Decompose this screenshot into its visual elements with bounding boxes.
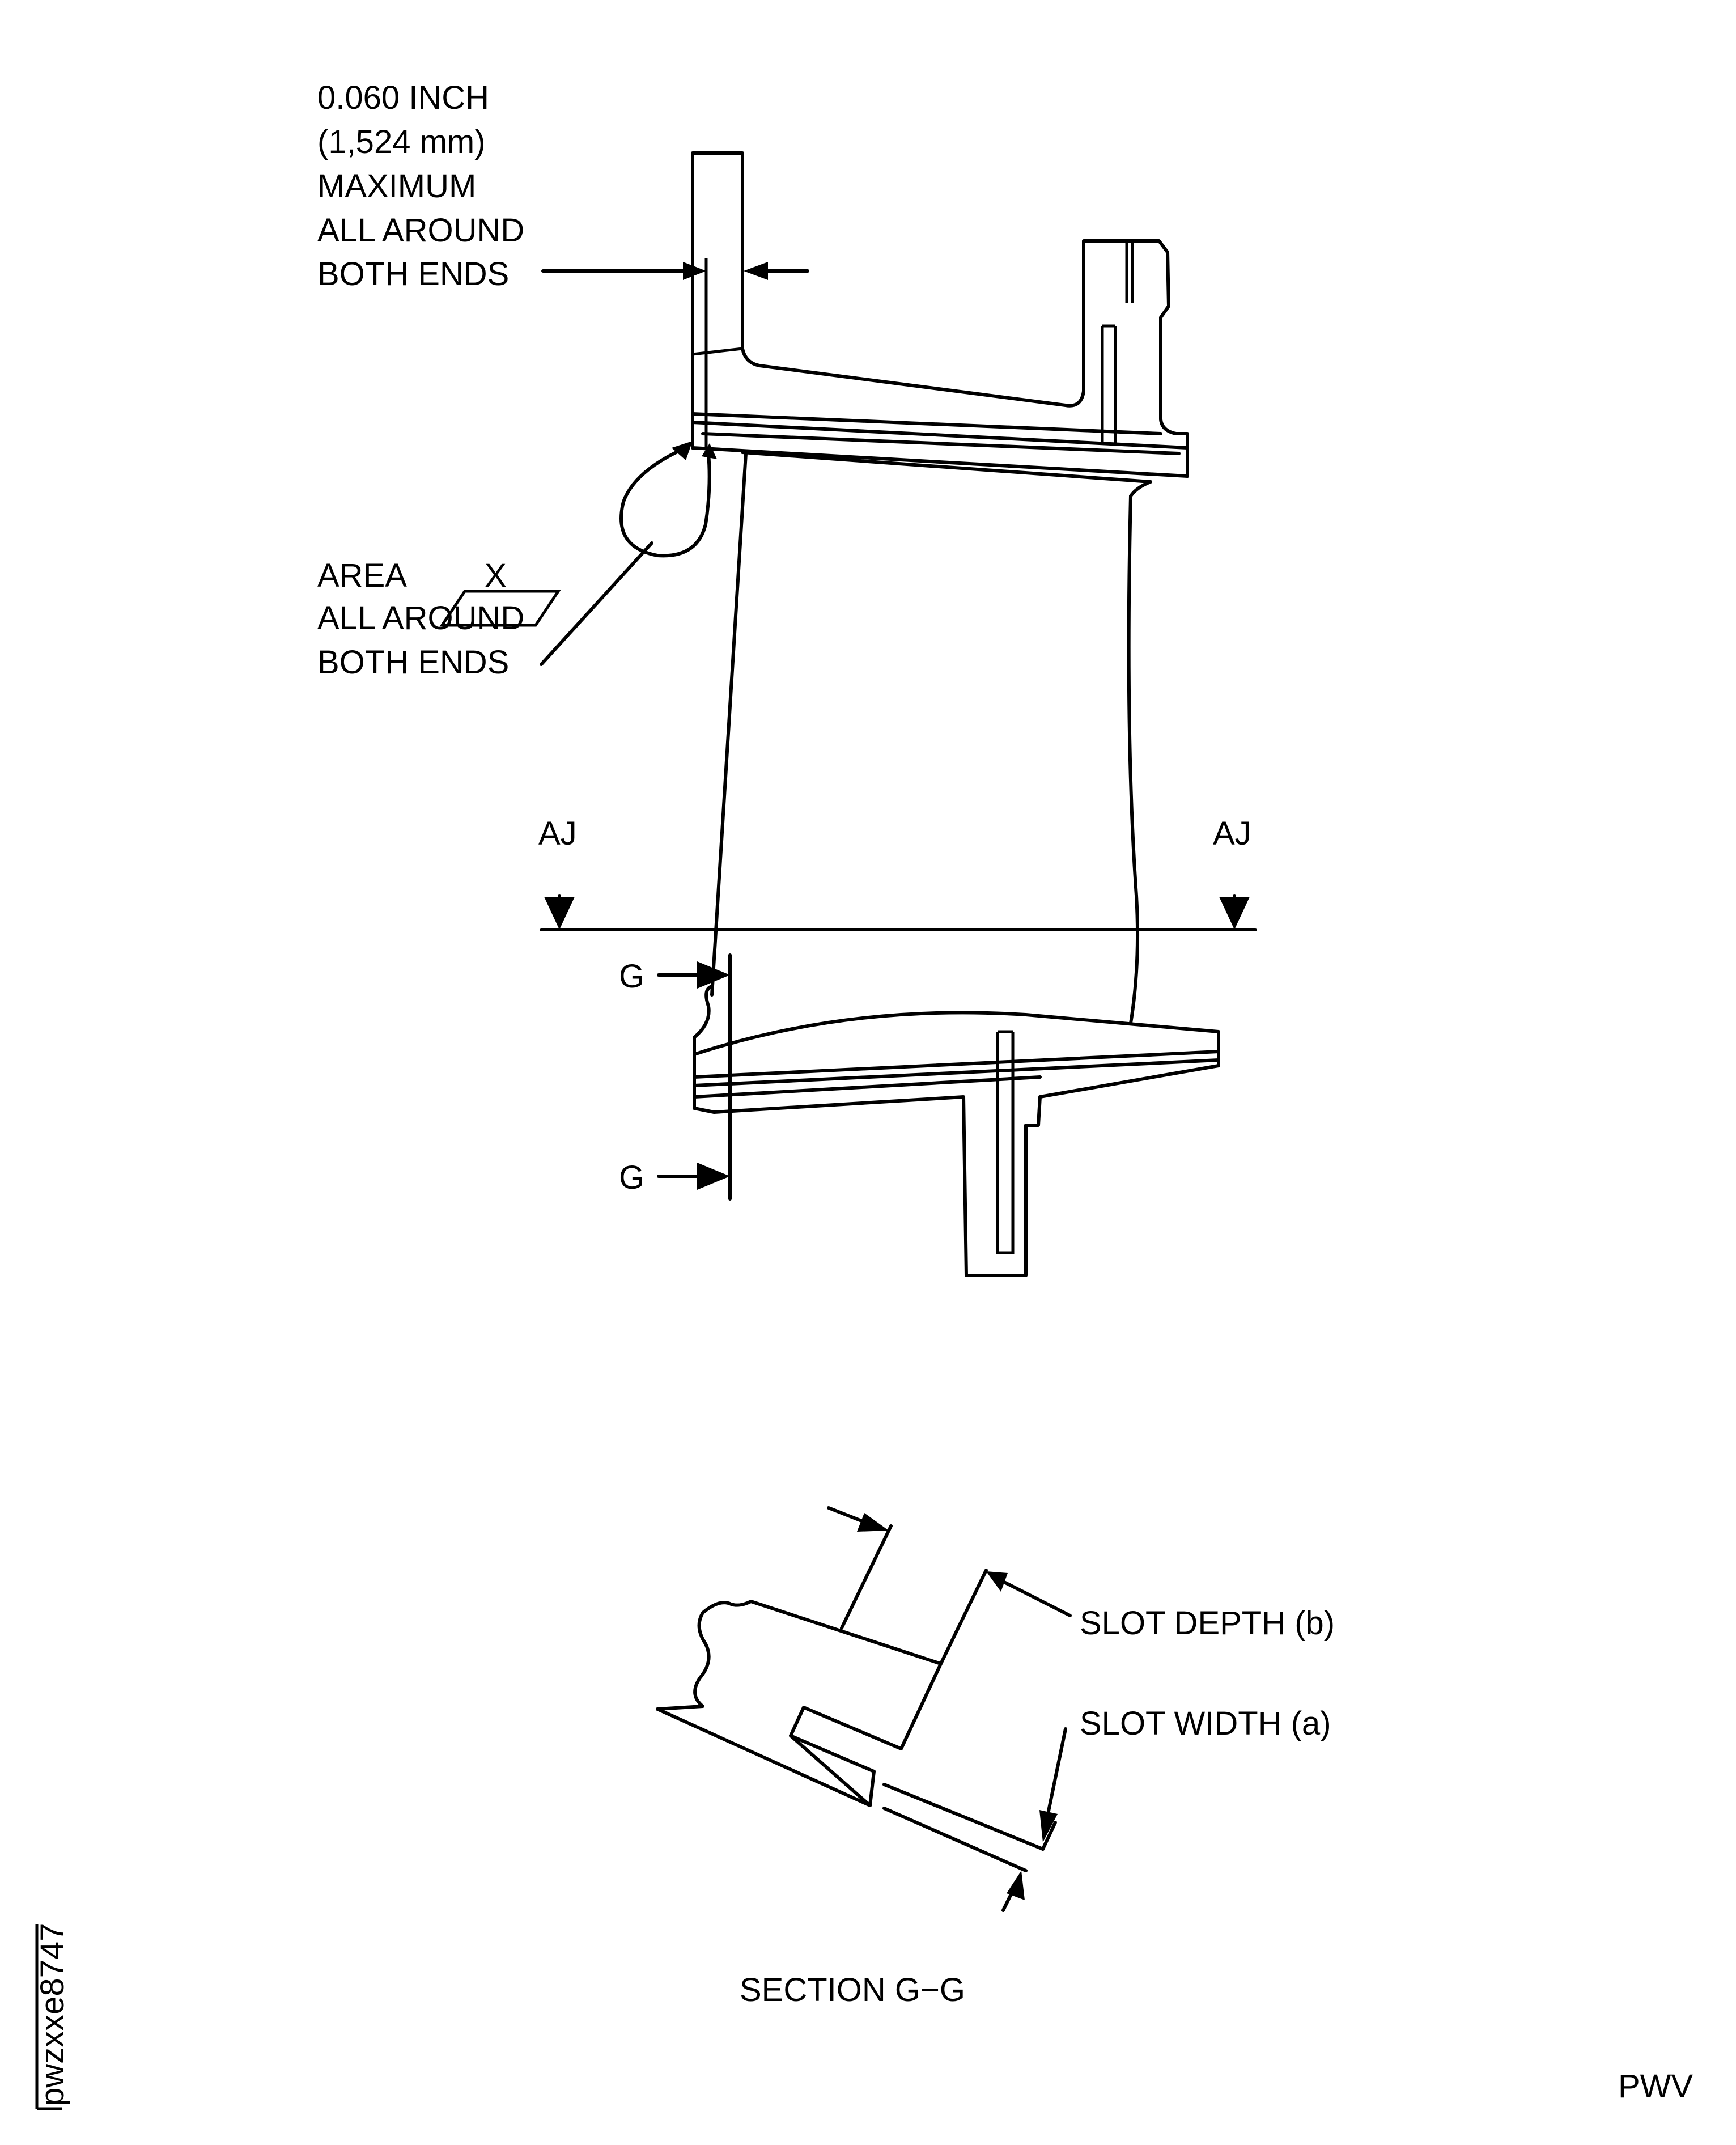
slot-width-arrow-bottom <box>1007 1871 1025 1900</box>
area-extent-1-text: ALL AROUND <box>317 600 524 637</box>
section-bottom-surface <box>656 1707 1045 1872</box>
section-broken-edge <box>656 1600 753 1711</box>
outer-shroud-top-profile <box>741 239 1189 478</box>
slot-depth-label: SLOT DEPTH (b) <box>1080 1605 1335 1642</box>
slot-width-arrow-top <box>1039 1810 1058 1842</box>
chamfer-dimension <box>541 262 809 280</box>
inner-shroud-leading-flange <box>693 985 716 1114</box>
footer-code-text: PWV <box>1618 2068 1693 2105</box>
chamfer-extent-2-text: BOTH ENDS <box>317 256 509 292</box>
outer-shroud-inner-line <box>692 258 743 448</box>
inner-shroud-platform <box>693 1050 1220 1277</box>
figure-id-text: pwzxxe8747 <box>34 1923 71 2106</box>
section-g-top-label: G <box>619 958 644 995</box>
slot-extension-lines <box>840 1524 988 1665</box>
chamfer-value-text: 0.060 INCH <box>317 79 489 116</box>
section-g-bottom-label: G <box>619 1159 644 1196</box>
slot-depth-arrow-right <box>986 1571 1008 1592</box>
section-g-g-view <box>656 1506 1072 1912</box>
section-line-g <box>657 953 732 1201</box>
area-x-bubble <box>619 446 711 558</box>
airfoil-leading-edge <box>710 452 748 997</box>
chamfer-limit-text: MAXIMUM <box>317 168 476 205</box>
slot-depth-arrow-left <box>857 1513 889 1532</box>
section-line-aj <box>540 894 1257 931</box>
slot-cavity <box>789 1662 943 1807</box>
area-label-text: AREA <box>317 557 407 594</box>
chamfer-extent-1-text: ALL AROUND <box>317 212 524 249</box>
outer-shroud-underside <box>741 451 1152 498</box>
chamfer-metric-text: (1,524 mm) <box>317 124 486 160</box>
area-extent-2-text: BOTH ENDS <box>317 644 509 681</box>
section-aj-right-label: AJ <box>1213 815 1251 852</box>
area-x-parallelogram <box>439 590 561 627</box>
inner-shroud-rail-slot <box>996 1030 1015 1254</box>
section-top-surface <box>749 1600 943 1665</box>
inner-shroud-platform-curve <box>693 1011 1220 1067</box>
outer-shroud-left-rail <box>691 151 744 450</box>
vane-side-view <box>691 151 1220 1277</box>
slot-width-label: SLOT WIDTH (a) <box>1080 1705 1331 1742</box>
outer-shroud-platform <box>691 412 1189 478</box>
airfoil-trailing-edge <box>1127 494 1140 1025</box>
area-symbol-text: X <box>485 557 507 594</box>
area-x-callout <box>439 441 717 666</box>
section-aj-left-label: AJ <box>538 815 577 852</box>
outer-shroud-rail-slot <box>1101 241 1134 445</box>
section-title: SECTION G−G <box>740 1972 965 2008</box>
